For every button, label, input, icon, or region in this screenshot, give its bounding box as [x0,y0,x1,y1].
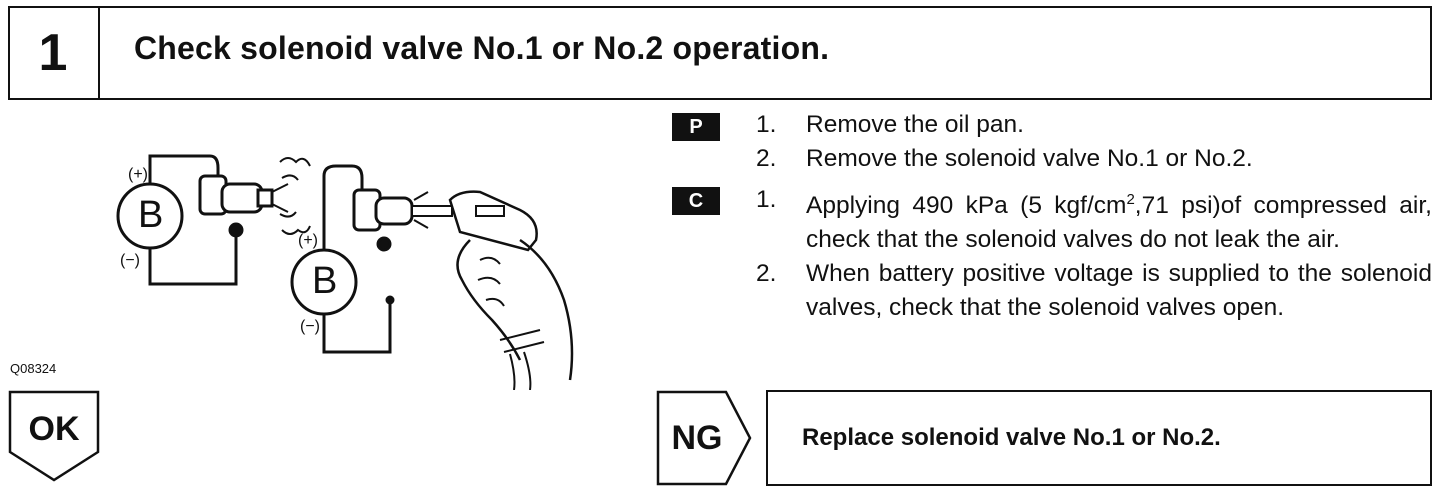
list-item: 2. Remove the solenoid valve No.1 or No.… [756,142,1432,176]
step-number: 1 [8,6,100,100]
text-part: Applying 490 kPa (5 kgf/cm [806,192,1127,220]
ok-label: OK [28,409,80,448]
step-num: 2. [756,145,777,172]
list-item: 2. When battery positive voltage is supp… [756,257,1432,325]
step-text: When battery positive voltage is supplie… [806,260,1432,322]
step-text: Remove the oil pan. [806,111,1024,138]
right-plus-label: (+) [298,232,318,249]
text-part: ,71 psi)of compressed air, check that th… [806,192,1432,254]
p-steps-list: 1. Remove the oil pan. 2. Remove the sol… [756,108,1432,176]
left-minus-label: (−) [120,252,140,269]
ng-label: NG [671,418,723,457]
ng-action-text: Replace solenoid valve No.1 or No.2. [802,424,1221,451]
step-header-box [8,6,1432,100]
superscript: 2 [1126,191,1135,208]
step-num: 2. [756,260,777,288]
ng-badge-shape [656,390,752,486]
list-item: 1. Remove the oil pan. [756,108,1432,142]
step-text: Remove the solenoid valve No.1 or No.2. [806,145,1253,172]
right-minus-label: (−) [300,318,320,335]
tag-c: C [672,187,720,215]
step-text: Applying 490 kPa (5 kgf/cm2,71 psi)of co… [806,183,1432,257]
left-plus-label: (+) [128,166,148,183]
figure-id: Q08324 [10,361,57,376]
right-circuit [290,164,574,390]
list-item: 1. Applying 490 kPa (5 kgf/cm2,71 psi)of… [756,183,1432,257]
step-num: 1. [756,111,777,138]
c-steps-list: 1. Applying 490 kPa (5 kgf/cm2,71 psi)of… [756,183,1432,325]
step-title: Check solenoid valve No.1 or No.2 operat… [134,30,830,66]
left-circuit [116,154,311,286]
ng-result-box [766,390,1432,486]
step-num: 1. [756,186,777,213]
ok-badge-shape [8,390,100,482]
right-battery-label: B [312,260,338,302]
tag-p: P [672,113,720,141]
left-battery-label: B [138,194,164,236]
solenoid-test-illustration [116,154,574,390]
